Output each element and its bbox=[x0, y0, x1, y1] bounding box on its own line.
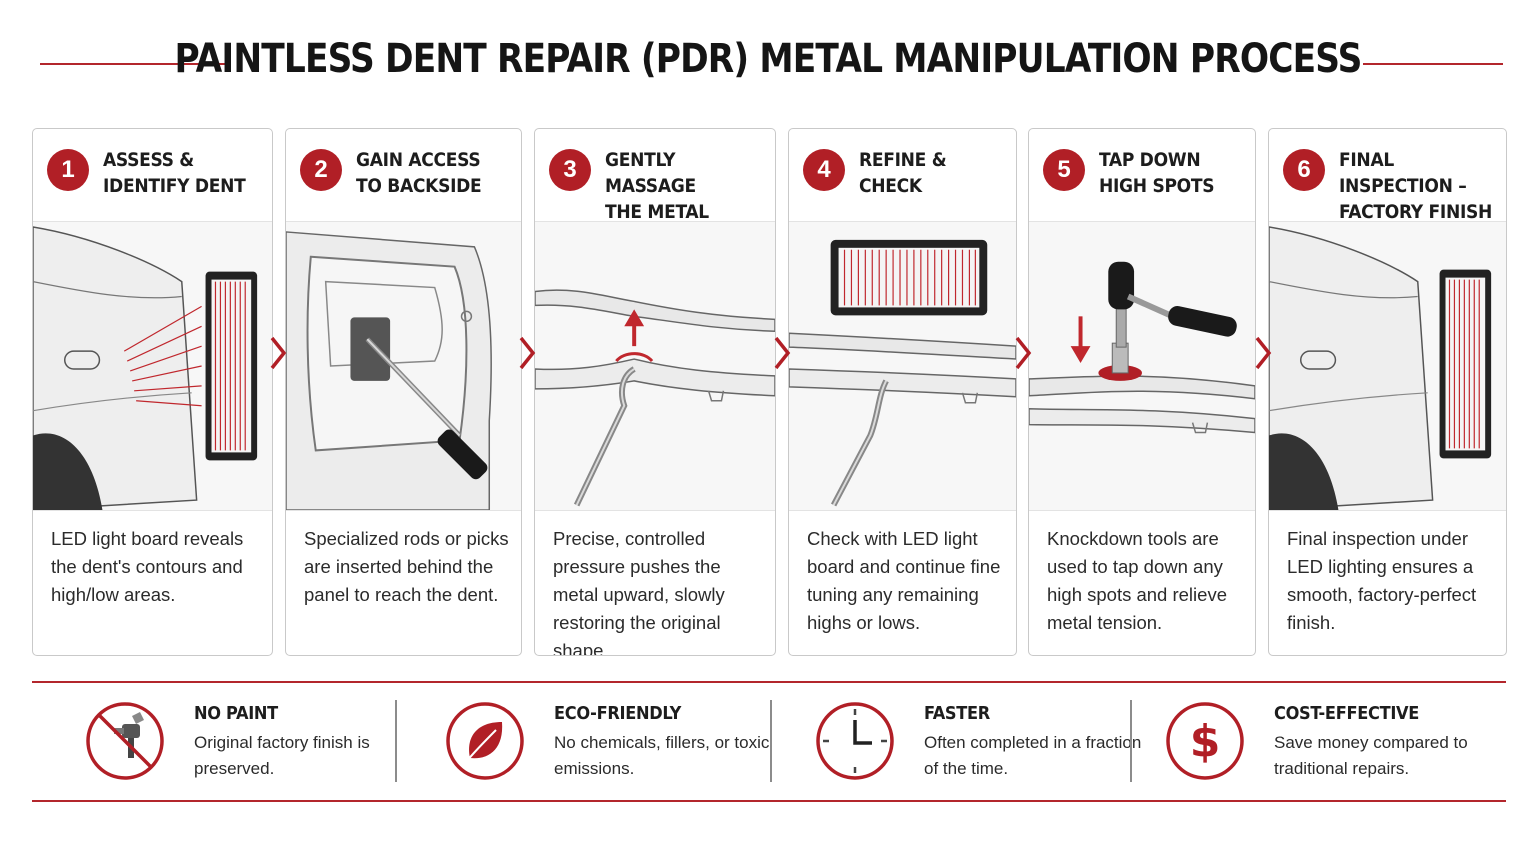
car-panel-led-board-illustration bbox=[1269, 221, 1506, 511]
car-panel-led-board-illustration bbox=[33, 221, 272, 511]
step-description: Specialized rods or picks are inserted b… bbox=[304, 528, 509, 605]
benefit-cost-effective: $ COST-EFFECTIVE Save money compared to … bbox=[1164, 700, 1494, 790]
panel-push-rod-illustration bbox=[535, 221, 775, 511]
benefit-text: Original factory finish is preserved. bbox=[194, 733, 370, 778]
title-rule-right bbox=[1363, 63, 1503, 65]
step-number-badge: 3 bbox=[549, 149, 591, 191]
step-title: ASSESS & IDENTIFY DENT bbox=[103, 149, 246, 197]
step-number-badge: 1 bbox=[47, 149, 89, 191]
benefit-text: Save money compared to traditional repai… bbox=[1274, 733, 1468, 778]
benefit-text: Often completed in a fraction of the tim… bbox=[924, 733, 1142, 778]
door-interior-rod-illustration bbox=[286, 221, 521, 511]
benefit-title: NO PAINT bbox=[194, 703, 278, 724]
step-description: LED light board reveals the dent's conto… bbox=[51, 528, 244, 605]
leaf-icon bbox=[444, 700, 526, 782]
benefit-no-paint: NO PAINT Original factory finish is pres… bbox=[84, 700, 384, 790]
step-number-badge: 6 bbox=[1283, 149, 1325, 191]
step-card-3: 3 GENTLY MASSAGE THE METAL Precise, cont… bbox=[534, 128, 776, 656]
benefit-eco-friendly: ECO-FRIENDLY No chemicals, fillers, or t… bbox=[444, 700, 769, 790]
next-arrow-icon bbox=[268, 335, 288, 371]
step-header: 6 FINAL INSPECTION – FACTORY FINISH bbox=[1269, 129, 1506, 223]
step-number-badge: 5 bbox=[1043, 149, 1085, 191]
svg-text:$: $ bbox=[1190, 716, 1221, 767]
led-board-panel-rod-illustration bbox=[789, 221, 1016, 511]
benefits-rule-top bbox=[32, 681, 1506, 683]
title-rule-left bbox=[40, 63, 230, 65]
step-header: 3 GENTLY MASSAGE THE METAL bbox=[535, 129, 775, 223]
step-description: Check with LED light board and continue … bbox=[807, 528, 1001, 633]
step-card-5: 5 TAP DOWN HIGH SPOTS Knockdown tools ar… bbox=[1028, 128, 1256, 656]
step-description: Final inspection under LED lighting ensu… bbox=[1287, 528, 1477, 633]
step-number-badge: 2 bbox=[300, 149, 342, 191]
dollar-icon: $ bbox=[1164, 700, 1246, 782]
step-title: REFINE & CHECK bbox=[859, 149, 947, 197]
title-row: PAINTLESS DENT REPAIR (PDR) METAL MANIPU… bbox=[0, 28, 1536, 98]
benefit-text: No chemicals, fillers, or toxic emission… bbox=[554, 733, 770, 778]
clock-icon bbox=[814, 700, 896, 782]
step-header: 2 GAIN ACCESS TO BACKSIDE bbox=[286, 129, 521, 221]
benefit-divider bbox=[770, 700, 772, 782]
benefit-title: FASTER bbox=[924, 703, 990, 724]
step-title: FINAL INSPECTION – FACTORY FINISH bbox=[1339, 149, 1493, 223]
benefits-rule-bottom bbox=[32, 800, 1506, 802]
benefit-faster: FASTER Often completed in a fraction of … bbox=[814, 700, 1141, 790]
next-arrow-icon bbox=[772, 335, 792, 371]
no-paint-spray-icon bbox=[84, 700, 166, 782]
benefit-title: COST-EFFECTIVE bbox=[1274, 703, 1420, 724]
step-card-1: 1 ASSESS & IDENTIFY DENT LED light bbox=[32, 128, 273, 656]
step-title: GAIN ACCESS TO BACKSIDE bbox=[356, 149, 482, 197]
benefit-title: ECO-FRIENDLY bbox=[554, 703, 682, 724]
step-description: Knockdown tools are used to tap down any… bbox=[1047, 528, 1227, 633]
benefit-divider bbox=[1130, 700, 1132, 782]
step-header: 4 REFINE & CHECK bbox=[789, 129, 1016, 221]
step-title: TAP DOWN HIGH SPOTS bbox=[1099, 149, 1215, 197]
next-arrow-icon bbox=[1253, 335, 1273, 371]
step-card-4: 4 REFINE & CHECK Check with LED light bo… bbox=[788, 128, 1017, 656]
next-arrow-icon bbox=[517, 335, 537, 371]
step-header: 1 ASSESS & IDENTIFY DENT bbox=[33, 129, 272, 221]
step-description: Precise, controlled pressure pushes the … bbox=[553, 528, 725, 656]
step-number-badge: 4 bbox=[803, 149, 845, 191]
step-header: 5 TAP DOWN HIGH SPOTS bbox=[1029, 129, 1255, 221]
step-title: GENTLY MASSAGE THE METAL bbox=[605, 149, 709, 223]
knockdown-hammer-illustration bbox=[1029, 221, 1255, 511]
step-card-6: 6 FINAL INSPECTION – FACTORY FINISH Fina… bbox=[1268, 128, 1507, 656]
step-card-2: 2 GAIN ACCESS TO BACKSIDE Specialized ro… bbox=[285, 128, 522, 656]
benefit-divider bbox=[395, 700, 397, 782]
next-arrow-icon bbox=[1013, 335, 1033, 371]
page-title: PAINTLESS DENT REPAIR (PDR) METAL MANIPU… bbox=[174, 36, 1362, 82]
